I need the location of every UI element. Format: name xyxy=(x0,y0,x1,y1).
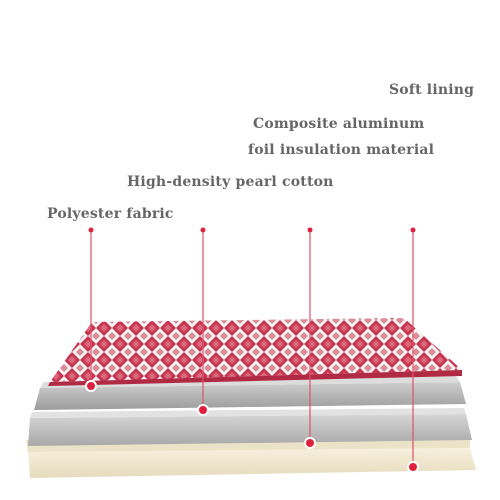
marker-pearl-cotton xyxy=(197,404,209,416)
layer-pearl-cotton xyxy=(34,382,466,410)
dot-top-pearl-cotton xyxy=(200,227,206,233)
marker-soft-lining xyxy=(407,461,419,473)
marker-polyester xyxy=(85,380,97,392)
label-polyester: Polyester fabric xyxy=(47,206,174,222)
marker-composite xyxy=(304,437,316,449)
dot-top-soft-lining xyxy=(410,227,416,233)
dot-top-composite xyxy=(307,227,313,233)
layer-foil-insulation xyxy=(28,414,472,446)
label-composite-line1: Composite aluminum xyxy=(253,116,425,132)
layer-polyester-fabric xyxy=(50,318,462,382)
label-pearl-cotton: High-density pearl cotton xyxy=(127,174,334,190)
layer-soft-lining xyxy=(28,448,476,478)
dot-top-polyester xyxy=(88,227,94,233)
label-composite-line2: foil insulation material xyxy=(248,142,435,158)
label-soft-lining: Soft lining xyxy=(389,82,475,98)
